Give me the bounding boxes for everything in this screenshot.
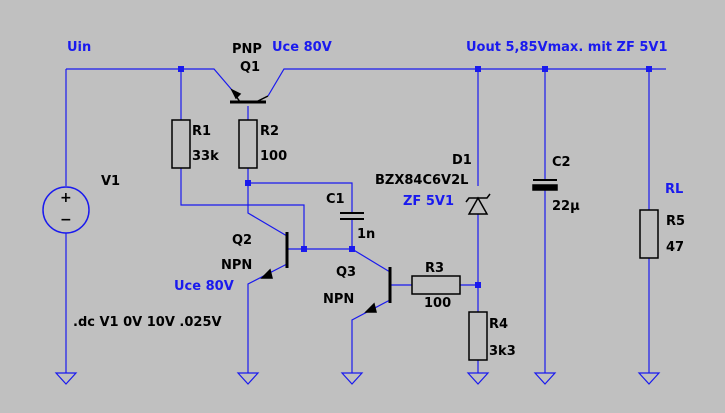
wires bbox=[65, 68, 666, 373]
components bbox=[42, 88, 659, 361]
wire-r1-bottom bbox=[180, 168, 305, 249]
v1-plus-icon: + bbox=[60, 190, 72, 206]
junction-q2-base bbox=[301, 246, 307, 252]
r2-resistor bbox=[238, 119, 258, 169]
c1-value-label: 1n bbox=[357, 227, 376, 242]
r3-value-label: 100 bbox=[424, 296, 452, 311]
r4-value-label: 3k3 bbox=[489, 344, 516, 359]
junction-uout-d1 bbox=[475, 66, 481, 72]
net-label-uout: Uout 5,85Vmax. mit ZF 5V1 bbox=[466, 40, 668, 55]
ground-q3 bbox=[340, 372, 364, 385]
q1-ref-label: Q1 bbox=[240, 60, 261, 75]
c2-plate-bottom bbox=[532, 184, 558, 191]
junction-r2-q2 bbox=[245, 180, 251, 186]
q2-emitter-arrow bbox=[260, 268, 273, 279]
q3-emitter-arrow bbox=[364, 302, 377, 313]
r3-ref-label: R3 bbox=[425, 261, 445, 276]
q3-ref-label: Q3 bbox=[336, 265, 357, 280]
v1-ref-label: V1 bbox=[101, 174, 121, 189]
q2-type-label: NPN bbox=[221, 258, 253, 273]
junction-uin-r1 bbox=[178, 66, 184, 72]
r2-value-label: 100 bbox=[260, 149, 288, 164]
v1-source-symbol bbox=[42, 186, 90, 234]
junction-uout-r5 bbox=[646, 66, 652, 72]
q2-uce-label: Uce 80V bbox=[174, 279, 234, 294]
c2-value-label: 22µ bbox=[552, 199, 580, 214]
c2-ref-label: C2 bbox=[552, 155, 571, 170]
q2-ref-label: Q2 bbox=[232, 233, 253, 248]
d1-zener-bar bbox=[465, 193, 491, 203]
r3-resistor bbox=[411, 275, 461, 295]
d1-zener-body bbox=[467, 196, 489, 215]
junction-c1-q3 bbox=[349, 246, 355, 252]
r5-resistor bbox=[639, 209, 659, 259]
d1-part-label: BZX84C6V2L bbox=[375, 173, 469, 188]
r1-resistor bbox=[171, 119, 191, 169]
q1-emitter-arrow bbox=[230, 88, 242, 100]
net-label-uin: Uin bbox=[67, 40, 92, 55]
grounds bbox=[54, 372, 661, 385]
d1-zf-label: ZF 5V1 bbox=[403, 194, 454, 209]
ground-q2 bbox=[236, 372, 260, 385]
r4-resistor bbox=[468, 311, 488, 361]
wire-q2-collector bbox=[247, 183, 288, 237]
ground-r5 bbox=[637, 372, 661, 385]
junctions bbox=[178, 66, 652, 288]
ground-c2 bbox=[533, 372, 557, 385]
wire-q2-emitter bbox=[247, 263, 288, 373]
v1-minus-icon: − bbox=[60, 212, 72, 228]
r2-ref-label: R2 bbox=[260, 124, 280, 139]
r1-ref-label: R1 bbox=[192, 124, 212, 139]
q1-collector-leg bbox=[255, 95, 269, 103]
c1-ref-label: C1 bbox=[326, 192, 345, 207]
wire-uout-rail bbox=[267, 68, 666, 97]
q1-uce-label: Uce 80V bbox=[272, 40, 332, 55]
wire-q3-emitter bbox=[351, 299, 391, 373]
spice-directive: .dc V1 0V 10V .025V bbox=[73, 315, 222, 330]
r1-value-label: 33k bbox=[192, 149, 219, 164]
junction-uout-c2 bbox=[542, 66, 548, 72]
q3-type-label: NPN bbox=[323, 292, 355, 307]
d1-ref-label: D1 bbox=[452, 153, 472, 168]
r5-ref-label: R5 bbox=[666, 214, 686, 229]
wire-uin-rail bbox=[66, 68, 233, 91]
q1-type-label: PNP bbox=[232, 42, 262, 57]
r5-value-label: 47 bbox=[666, 240, 685, 255]
ground-v1 bbox=[54, 372, 78, 385]
junction-d1-r4 bbox=[475, 282, 481, 288]
wire-r2-bottom bbox=[247, 168, 353, 213]
r4-ref-label: R4 bbox=[489, 317, 509, 332]
ground-r4 bbox=[466, 372, 490, 385]
net-label-rl: RL bbox=[665, 182, 684, 197]
